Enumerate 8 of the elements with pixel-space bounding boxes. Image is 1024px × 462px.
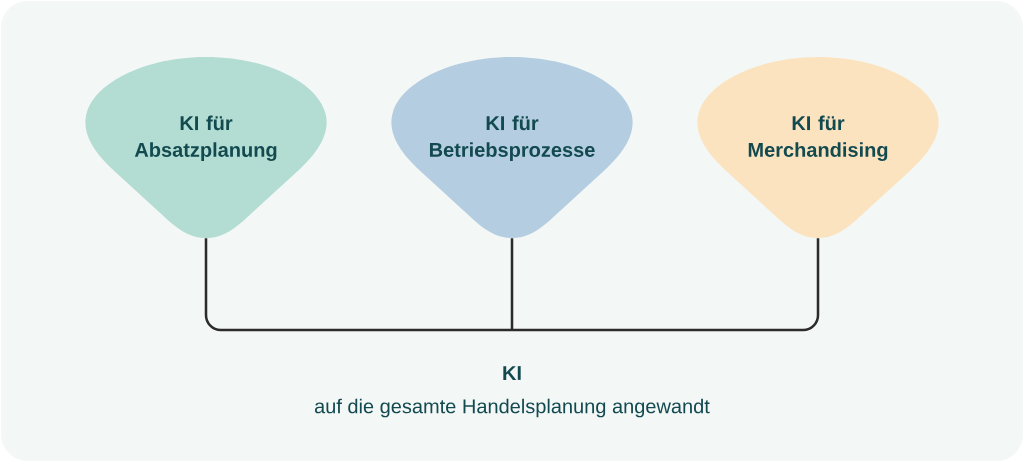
- teardrop-node: KI für Absatzplanung: [85, 57, 327, 238]
- teardrop-node: KI für Betriebsprozesse: [391, 57, 633, 238]
- heading: KI: [503, 366, 521, 380]
- connector-line: [204, 238, 512, 332]
- connector-line: [510, 238, 514, 330]
- connector-line: [512, 238, 820, 332]
- description-text: auf die gesamte Handelsplanung angewandt: [314, 398, 710, 418]
- teardrop-node: KI für Merchandising: [697, 57, 939, 238]
